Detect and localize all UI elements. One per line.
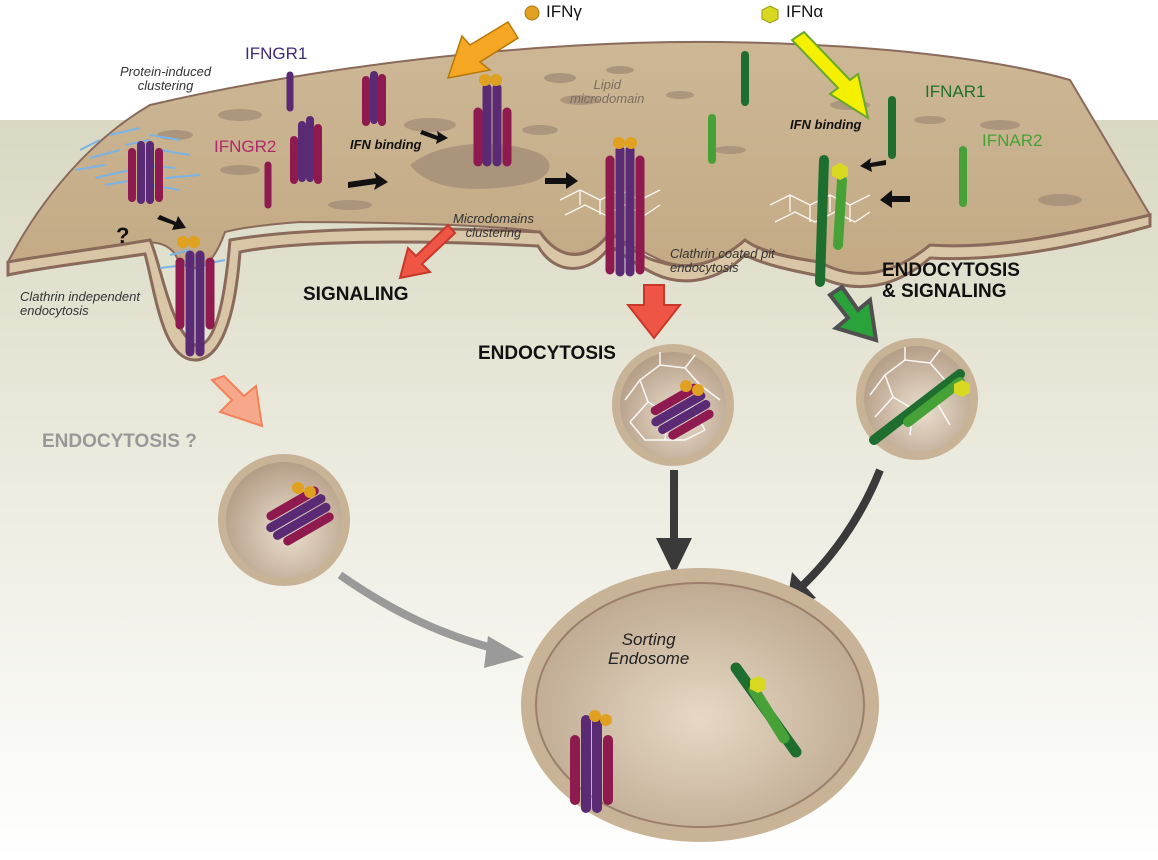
to-endosome-arrows (337, 468, 884, 654)
ifn-alpha-arrow (790, 30, 870, 121)
clathrin-coated-pit-note: Clathrin coated pit endocytosis (670, 246, 775, 276)
ifngr-pit-complex (605, 137, 645, 277)
signaling-arrow (398, 223, 457, 280)
ifn-gamma-arrow (446, 20, 520, 79)
vesicle-left (218, 454, 350, 586)
ifnar-receptors (708, 51, 967, 287)
ifn-alpha-glyph (761, 5, 779, 24)
endocytosis-arrow-center (625, 284, 683, 340)
ifn-binding-right-note: IFN binding (790, 117, 862, 132)
clathrin-independent-note: Clathrin independent endocytosis (20, 289, 140, 319)
ifngr-bound-complex (473, 74, 512, 167)
arrowhead-center (656, 538, 692, 575)
endocytosis-question-label: ENDOCYTOSIS ? (42, 431, 197, 452)
ifnar1-label: IFNAR1 (925, 82, 986, 101)
question-mark: ? (116, 223, 130, 248)
sorting-endosome-label: Sorting Endosome (608, 630, 690, 668)
endocytosis-signaling-arrow (827, 284, 879, 343)
sorting-endosome (521, 568, 879, 842)
membrane-band (6, 213, 1152, 362)
arrowhead-grey (484, 636, 524, 668)
endocytosis-arrow-left (210, 374, 264, 428)
ifngr1-label: IFNGR1 (245, 44, 308, 63)
vesicle-center (612, 344, 734, 466)
endocytosis-label: ENDOCYTOSIS (478, 343, 616, 364)
ifn-alpha-label: IFNα (786, 2, 824, 21)
ifn-gamma-glyph (524, 5, 540, 21)
endocytosis-signaling-label: ENDOCYTOSIS & SIGNALING (882, 260, 1020, 302)
ifnar2-label: IFNAR2 (982, 131, 1043, 150)
ifngr-clustered-complex (128, 141, 163, 204)
ifn-binding-left-note: IFN binding (350, 137, 422, 152)
microdomains-clustering-note: Microdomains clustering (453, 211, 534, 241)
lipid-microdomain-note: Lipid microdomain (570, 77, 645, 107)
signaling-label: SIGNALING (303, 284, 409, 305)
ifngr-free-receptors (264, 71, 386, 209)
vesicle-right (856, 338, 978, 460)
flow-arrows-small (157, 130, 910, 230)
ifngr2-label: IFNGR2 (214, 137, 277, 156)
protein-induced-clustering-note: Protein-induced clustering (120, 64, 212, 94)
ifn-gamma-label: IFNγ (546, 2, 582, 21)
ifngr-left-pit-complex (175, 236, 215, 357)
